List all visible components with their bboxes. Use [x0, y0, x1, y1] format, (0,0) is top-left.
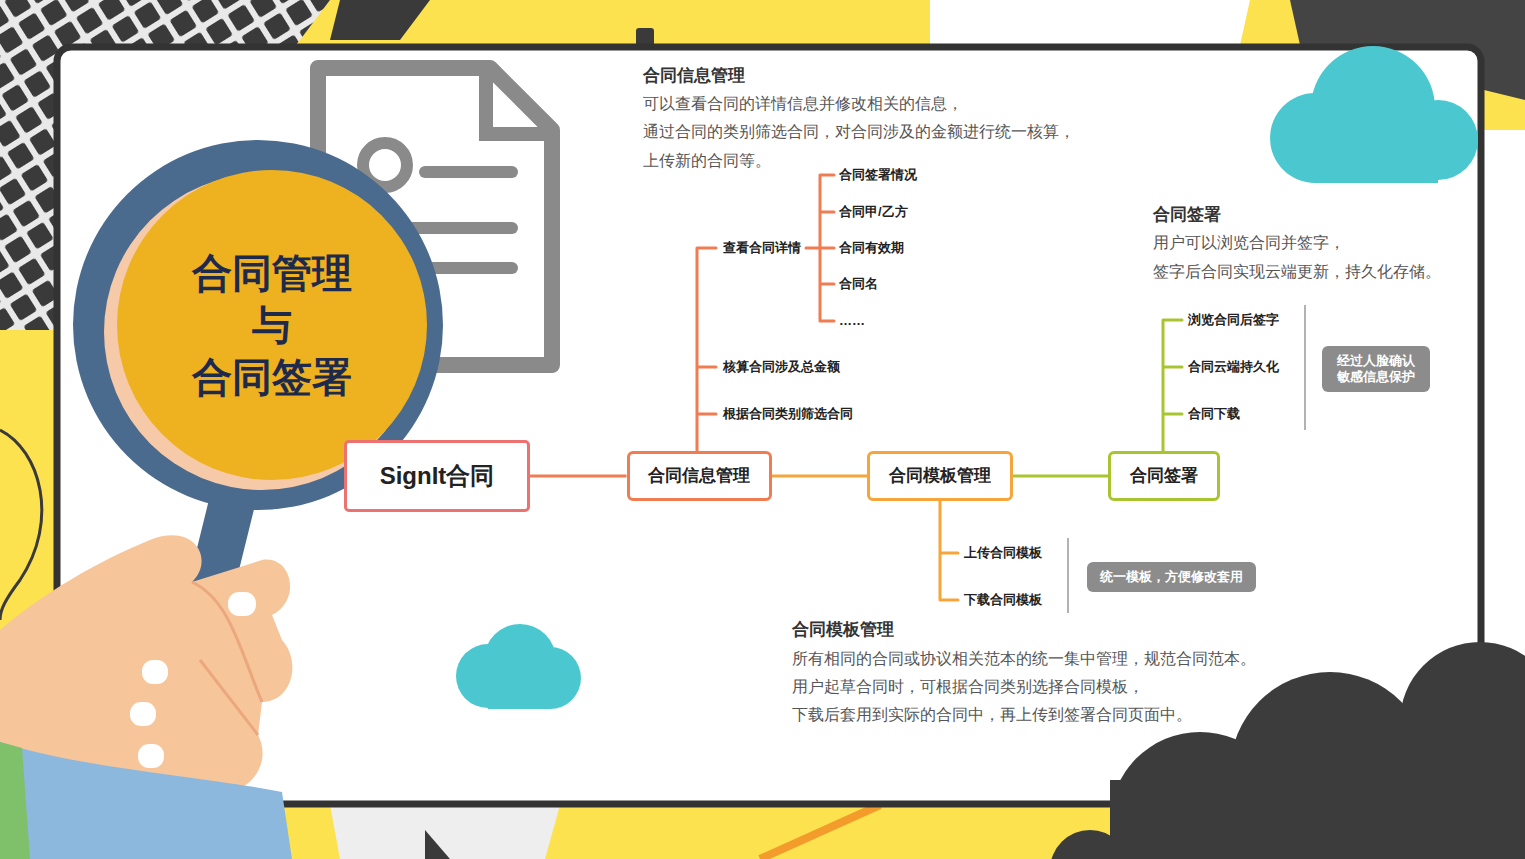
- hand: [138, 744, 164, 768]
- node-text: 合同模板管理: [889, 466, 991, 486]
- hand: [130, 702, 156, 726]
- connector: [772, 475, 868, 478]
- description-line: 所有相同的合同或协议相关范本的统一集中管理，规范合同范本。: [792, 649, 1256, 668]
- dark-cloud: [1050, 642, 1525, 859]
- branch-box: 合同签署: [1108, 451, 1220, 501]
- cloud: [1315, 120, 1438, 183]
- leaf-label: 核算合同涉及总金额: [723, 359, 840, 375]
- description-line: 通过合同的类别筛选合同，对合同涉及的金额进行统一核算，: [643, 122, 1075, 141]
- note-badge: 经过人脸确认 敏感信息保护: [1322, 346, 1430, 393]
- desk-items: [930, 0, 1250, 45]
- connector: [530, 475, 627, 478]
- leaf-label: 合同有效期: [839, 240, 904, 256]
- leaf-label: 合同签署情况: [839, 167, 917, 183]
- node-text: 合同管理 与 合同签署: [182, 247, 362, 403]
- branch-lines: [697, 175, 1182, 600]
- hand: [0, 742, 30, 859]
- branch-lines: [940, 501, 958, 600]
- node-text: SignIt合同: [380, 462, 495, 491]
- desk-items: [0, 430, 42, 620]
- description-line: 用户可以浏览合同并签字，: [1153, 233, 1345, 252]
- description-line: 下载后套用到实际的合同中，再上传到签署合同页面中。: [792, 705, 1192, 724]
- desk-items: [330, 805, 560, 859]
- leaf-label: 合同下载: [1188, 406, 1240, 422]
- leaf-label: 合同云端持久化: [1188, 359, 1279, 375]
- desk-items: [425, 830, 450, 859]
- node-text: 经过人脸确认 敏感信息保护: [1333, 353, 1419, 386]
- branch-lines: [697, 248, 716, 451]
- leaf-label: 合同甲/乙方: [839, 204, 908, 220]
- hand: [228, 592, 256, 616]
- magnifier-lens: 合同管理 与 合同签署: [117, 170, 427, 480]
- desk-items: [760, 805, 880, 859]
- leaf-label: 上传合同模板: [964, 545, 1042, 561]
- leaf-label: 根据合同类别筛选合同: [723, 406, 853, 422]
- desk-items: [1483, 130, 1525, 690]
- description-line: 签字后合同实现云端更新，持久化存储。: [1153, 262, 1441, 281]
- root-box: SignIt合同: [344, 440, 530, 512]
- section-heading: 合同签署: [1153, 205, 1221, 225]
- leaf-label: 查看合同详情: [723, 240, 801, 256]
- dark-cloud: [1110, 780, 1525, 859]
- branch-box: 合同模板管理: [867, 451, 1013, 501]
- branch-lines: [1163, 320, 1182, 451]
- description-line: 可以查看合同的详情信息并修改相关的信息，: [643, 94, 963, 113]
- leaf-label: 浏览合同后签字: [1188, 312, 1279, 328]
- node-text: 合同信息管理: [648, 466, 750, 486]
- description-line: 用户起草合同时，可根据合同类别选择合同模板，: [792, 677, 1144, 696]
- hand: [192, 582, 262, 735]
- bracket: [1304, 305, 1306, 430]
- bracket: [1068, 305, 1305, 613]
- section-heading: 合同模板管理: [792, 620, 894, 640]
- dark-cloud: [1050, 830, 1130, 859]
- cloud: [488, 670, 550, 709]
- branch-lines: [806, 175, 834, 321]
- hand: [142, 660, 168, 684]
- connector: [1013, 475, 1108, 478]
- cloud: [456, 46, 1478, 709]
- branch-box: 合同信息管理: [627, 451, 772, 501]
- section-heading: 合同信息管理: [643, 66, 745, 86]
- node-text: 合同签署: [1130, 466, 1198, 486]
- hand: [0, 535, 292, 859]
- hand: [0, 742, 292, 859]
- document-icon: [425, 166, 512, 178]
- document-icon: [486, 68, 552, 134]
- note-badge: 统一模板，方便修改套用: [1087, 562, 1256, 592]
- leaf-label: 合同名: [839, 276, 878, 292]
- leaf-label: 下载合同模板: [964, 592, 1042, 608]
- node-text: 统一模板，方便修改套用: [1100, 569, 1243, 585]
- dark-cloud: [1400, 642, 1525, 802]
- leaf-label: ……: [839, 313, 865, 329]
- description-line: 上传新的合同等。: [643, 151, 771, 170]
- bracket: [1067, 538, 1069, 613]
- laptop: [330, 0, 430, 40]
